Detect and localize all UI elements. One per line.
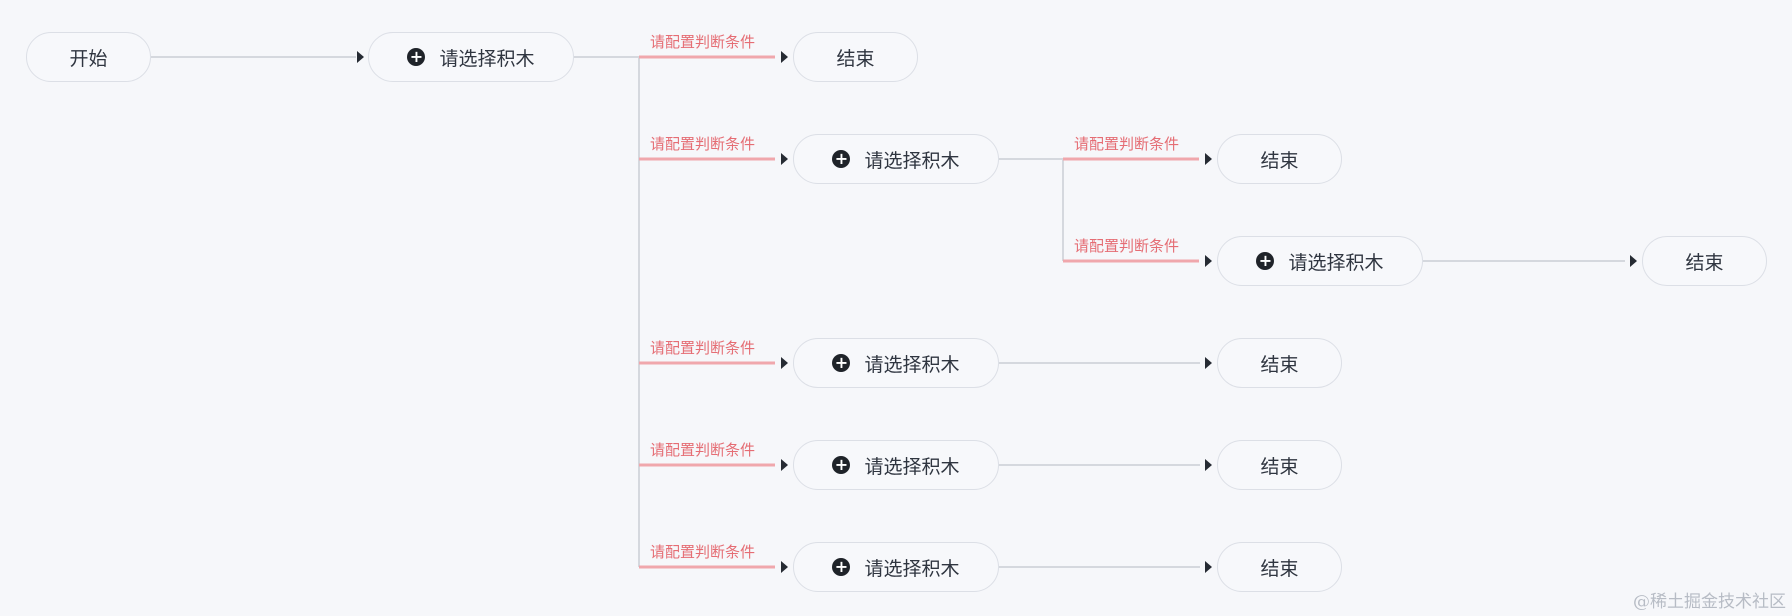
end-label: 结束	[1685, 251, 1724, 274]
end-label: 结束	[1260, 557, 1299, 580]
arrow-end-4	[1205, 459, 1212, 471]
block-node-branch-2[interactable]: + 请选择积木	[793, 134, 999, 184]
block-label: 请选择积木	[864, 149, 960, 172]
plus-circle-icon[interactable]: +	[832, 558, 851, 576]
arrow-end-2-2	[1630, 255, 1637, 267]
block-node-root[interactable]: + 请选择积木	[368, 32, 574, 82]
arrow-branch-5	[781, 561, 788, 573]
block-node-branch-3[interactable]: + 请选择积木	[793, 338, 999, 388]
arrow-end-5	[1205, 561, 1212, 573]
watermark: @稀土掘金技术社区	[1633, 592, 1786, 612]
block-label: 请选择积木	[864, 353, 960, 376]
condition-label-branch-4[interactable]: 请配置判断条件	[650, 441, 756, 459]
block-label: 请选择积木	[1288, 251, 1384, 274]
arrow-branch-3	[781, 357, 788, 369]
start-label: 开始	[69, 47, 108, 70]
block-node-branch-4[interactable]: + 请选择积木	[793, 440, 999, 490]
arrow-end-3	[1205, 357, 1212, 369]
block-node-branch-2-2[interactable]: + 请选择积木	[1217, 236, 1423, 286]
plus-circle-icon[interactable]: +	[407, 48, 426, 66]
condition-label-branch-1[interactable]: 请配置判断条件	[650, 33, 756, 51]
plus-circle-icon[interactable]: +	[1256, 252, 1275, 270]
plus-circle-icon[interactable]: +	[832, 150, 851, 168]
end-node-branch-2-1[interactable]: 结束	[1217, 134, 1342, 184]
plus-circle-icon[interactable]: +	[832, 456, 851, 474]
end-label: 结束	[836, 47, 875, 70]
arrow-branch-2-1	[1205, 153, 1212, 165]
end-label: 结束	[1260, 455, 1299, 478]
arrow-branch-1	[781, 51, 788, 63]
block-label: 请选择积木	[864, 455, 960, 478]
arrow-branch-2	[781, 153, 788, 165]
block-label: 请选择积木	[439, 47, 535, 70]
plus-circle-icon[interactable]: +	[832, 354, 851, 372]
block-label: 请选择积木	[864, 557, 960, 580]
end-label: 结束	[1260, 149, 1299, 172]
end-label: 结束	[1260, 353, 1299, 376]
end-node-branch-4[interactable]: 结束	[1217, 440, 1342, 490]
end-node-branch-5[interactable]: 结束	[1217, 542, 1342, 592]
arrow-branch-2-2	[1205, 255, 1212, 267]
end-node-branch-3[interactable]: 结束	[1217, 338, 1342, 388]
arrow-branch-4	[781, 459, 788, 471]
condition-label-branch-2-2[interactable]: 请配置判断条件	[1074, 237, 1180, 255]
condition-label-branch-2[interactable]: 请配置判断条件	[650, 135, 756, 153]
start-node[interactable]: 开始	[26, 32, 151, 82]
condition-label-branch-5[interactable]: 请配置判断条件	[650, 543, 756, 561]
block-node-branch-5[interactable]: + 请选择积木	[793, 542, 999, 592]
arrow-start-to-block	[357, 51, 364, 63]
condition-label-branch-2-1[interactable]: 请配置判断条件	[1074, 135, 1180, 153]
condition-label-branch-3[interactable]: 请配置判断条件	[650, 339, 756, 357]
end-node-branch-2-2[interactable]: 结束	[1642, 236, 1767, 286]
end-node-branch-1[interactable]: 结束	[793, 32, 918, 82]
